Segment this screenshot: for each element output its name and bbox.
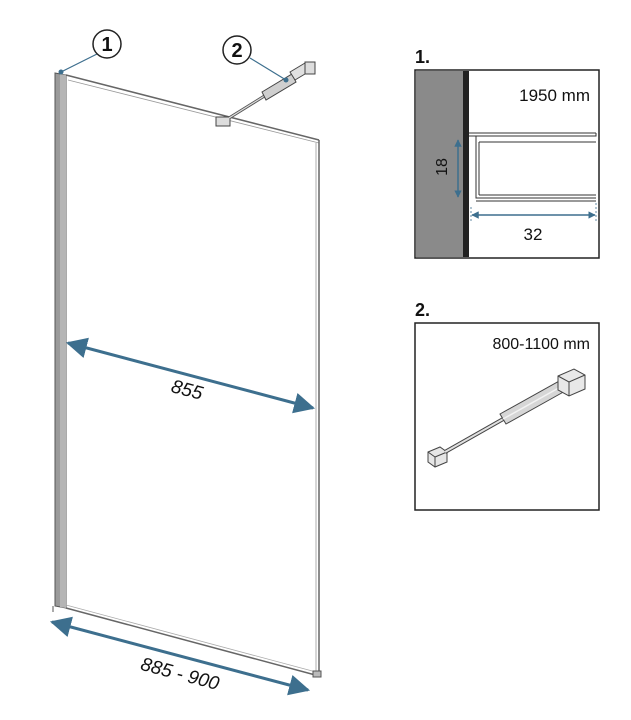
callout-2-number: 2 (231, 40, 242, 62)
callout-1: 1 (58, 29, 122, 75)
detail-1-height: 1950 mm (519, 86, 590, 105)
glass-panel-drawing: 1 2 855 885 - 900 (49, 29, 322, 696)
total-width-label: 885 - 900 (138, 654, 221, 695)
stabilizer-bar-detail (427, 368, 586, 468)
detail-2: 2. 800-1100 mm (414, 300, 600, 511)
detail-1: 1. 1950 mm 18 32 (414, 47, 600, 259)
detail-1-label: 1. (415, 47, 430, 67)
total-width-arrow (49, 616, 311, 696)
detail-2-label: 2. (415, 300, 430, 320)
total-width-dimension: 885 - 900 (49, 616, 311, 696)
detail-2-length: 800-1100 mm (492, 336, 590, 353)
u-profile (469, 132, 597, 202)
profile-height-label: 18 (434, 158, 451, 176)
glass-width-label: 855 (169, 376, 205, 405)
wall-profile (52, 72, 67, 612)
callout-2: 2 (222, 35, 289, 83)
glass-width-dimension: 855 (65, 337, 316, 414)
callout-1-number: 1 (101, 34, 112, 56)
glass-width-arrow (65, 337, 316, 414)
stabilizer-bar (215, 61, 316, 127)
profile-depth-label: 32 (524, 225, 543, 244)
